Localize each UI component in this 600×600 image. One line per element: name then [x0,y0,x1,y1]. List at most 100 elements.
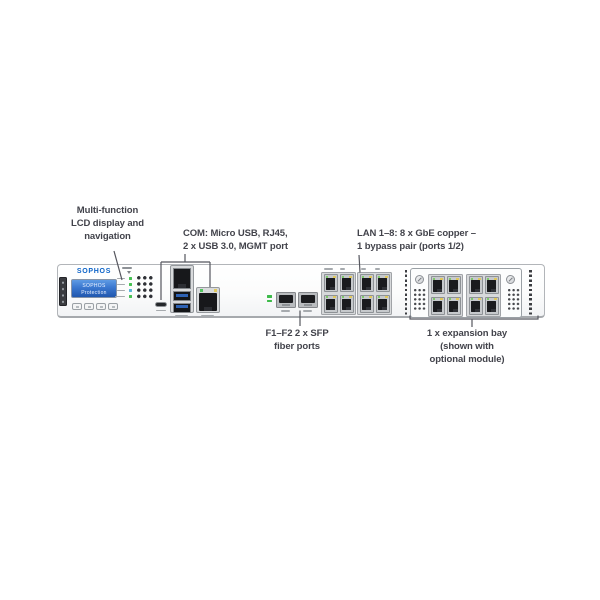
reset-arrow-icon [126,271,131,274]
port-led-green [341,296,345,298]
port-led-green [341,275,345,278]
rj45-port [375,294,390,313]
lan-port-block-2 [357,271,392,315]
sophos-logo: SOPHOS [76,268,112,275]
callout-bay-line1: 1 x expansion bay [426,328,508,339]
port-led-amber [493,277,497,280]
port-clip [436,288,442,292]
port-led-green [432,298,436,300]
lcd-nav-button-2 [84,303,94,310]
rj45-port [359,274,374,292]
rj45-port [323,274,338,292]
port-clip [490,288,496,292]
port-opening [449,300,458,312]
port-led-green [432,277,436,280]
callout-com-line1: COM: Micro USB, RJ45, [183,228,288,239]
rj45-port [430,276,445,294]
port-led-amber [368,296,372,298]
usb3-port-1 [173,291,191,301]
port-clip [381,286,387,290]
port-led-amber [332,296,336,298]
port-led-amber [439,277,443,280]
sfp-port-f1 [276,292,296,308]
port-opening [326,298,335,310]
port-led-green [361,296,365,298]
lan-port-label [361,268,366,270]
callout-bay-line2: (shown with [440,341,494,352]
lcd-line2: Protection [81,289,107,296]
port-opening [378,298,387,310]
rj45-port [446,296,461,315]
port-led-amber [493,298,497,300]
port-led-green [325,275,329,278]
port-opening [433,280,442,292]
callout-lcd-line1: Multi-function [76,205,139,216]
port-clip [452,309,458,312]
port-clip [490,309,496,312]
rj45-port [446,276,461,294]
rj45-port [359,294,374,313]
sfp-slot [279,295,293,303]
port-opening [471,280,480,292]
rj45-port [484,296,499,315]
port-led-amber [384,275,388,278]
callout-lan-line2: 1 bypass pair (ports 1/2) [357,241,464,252]
mgmt-led-amber [213,289,217,292]
chassis-vent-strip-right [529,269,532,316]
callout-bay-line3: optional module) [429,354,505,365]
rj45-port [339,274,354,292]
lan-port-label [375,268,380,270]
port-opening [362,298,371,310]
console-connector [58,277,67,306]
mgmt-port [196,287,220,313]
sfp-port-f2 [298,292,318,308]
lcd-line1: SOPHOS [82,282,106,289]
callout-com-label: COM: Micro USB, RJ45, 2 x USB 3.0, MGMT … [183,227,288,253]
port-led-amber [368,275,372,278]
sfp-lip [282,304,290,306]
thumbscrew-left [415,275,424,284]
sfp-label-f1 [281,310,290,312]
callout-lcd-line3: navigation [84,231,131,242]
callout-line-com [160,254,211,300]
usb3-port-2 [173,302,191,313]
port-led-amber [439,298,443,300]
port-led-green [377,275,381,278]
sfp-label-f2 [303,310,312,312]
callout-line-lan [358,254,361,273]
port-led-green [486,298,490,300]
callout-line-bay [409,315,539,327]
port-led-amber [455,298,459,300]
module-port-block-1 [428,273,463,317]
callout-lan-label: LAN 1–8: 8 x GbE copper – 1 bypass pair … [357,227,476,253]
com-rj45-port [173,268,191,289]
led-label-2 [117,283,125,286]
lcd-nav-button-4 [108,303,118,310]
port-opening [471,300,480,312]
port-clip [452,288,458,292]
callout-sfp-line2: fiber ports [274,341,320,352]
rj45-port [430,296,445,315]
mgmt-label [201,315,214,317]
callout-line-lcd [113,250,123,281]
led-label-3 [117,289,125,292]
sfp-slot [301,295,315,303]
port-led-green [377,296,381,298]
port-clip [436,309,442,312]
lcd-nav-button-1 [72,303,82,310]
rj45-port [339,294,354,313]
sfp-lip [304,304,312,306]
module-port-block-2 [466,273,501,317]
thumbscrew-right [506,275,515,284]
lcd-display: SOPHOS Protection [71,279,117,298]
port-clip [345,307,351,310]
port-clip [474,288,480,292]
rj45-port [468,296,483,315]
micro-usb-port [155,301,167,307]
port-led-green [486,277,490,280]
rj45-port [468,276,483,294]
callout-bay-label: 1 x expansion bay (shown with optional m… [421,327,513,366]
callout-lcd-line2: LCD display and [71,218,144,229]
